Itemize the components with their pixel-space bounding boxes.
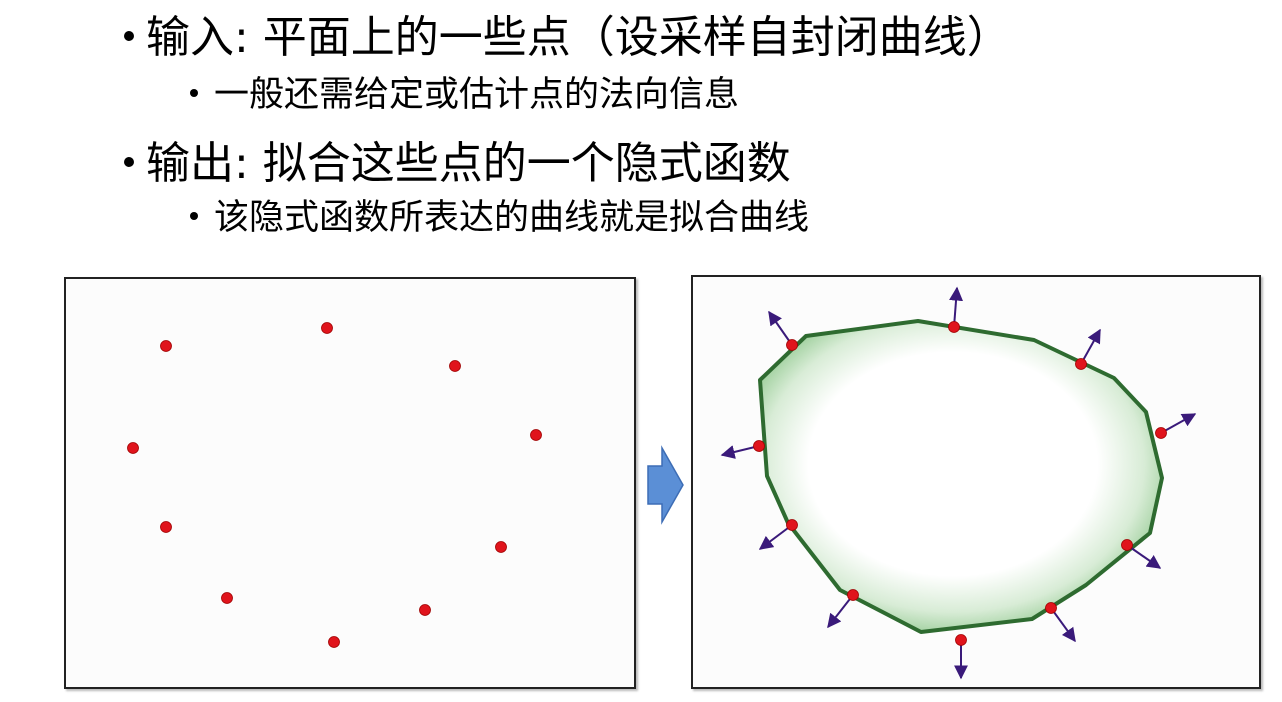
bullet-dot-icon xyxy=(190,212,198,220)
curve-sample-point xyxy=(786,519,798,531)
sample-point xyxy=(530,429,542,441)
sample-point xyxy=(419,604,431,616)
bullet-dot-icon xyxy=(190,89,198,97)
curve-sample-point xyxy=(1155,427,1167,439)
bullet-input-text: 输入: 平面上的一些点（设采样自封闭曲线） xyxy=(146,12,1011,63)
sample-point xyxy=(127,442,139,454)
normal-arrow-icon xyxy=(1080,328,1101,365)
sample-point xyxy=(160,340,172,352)
bullet-output-text: 输出: 拟合这些点的一个隐式函数 xyxy=(146,138,791,189)
input-sample-points xyxy=(127,322,542,648)
normal-arrow-icon xyxy=(827,594,854,629)
sample-point xyxy=(221,592,233,604)
right-arrow-icon xyxy=(647,445,684,525)
normal-arrow-icon xyxy=(1160,413,1197,434)
bullet-output-sub-text: 该隐式函数所表达的曲线就是拟合曲线 xyxy=(214,198,810,238)
curve-sample-point xyxy=(955,634,967,646)
bullet-input: 输入: 平面上的一些点（设采样自封闭曲线） xyxy=(124,16,1011,60)
normal-arrow-icon xyxy=(949,286,964,328)
curve-sample-point xyxy=(786,339,798,351)
curve-sample-point xyxy=(1045,602,1057,614)
normal-arrow-icon xyxy=(1050,607,1076,643)
sample-point xyxy=(160,521,172,533)
normal-arrow-icon xyxy=(768,310,793,346)
sample-point xyxy=(328,636,340,648)
curve-sample-point xyxy=(1075,358,1087,370)
bullet-dot-icon xyxy=(124,31,134,41)
curve-sample-point xyxy=(847,589,859,601)
normal-vectors xyxy=(720,286,1197,680)
normal-arrow-icon xyxy=(758,524,793,550)
fitted-curve-points xyxy=(753,321,1167,646)
bullet-input-sub: 一般还需给定或估计点的法向信息 xyxy=(190,78,739,113)
bullet-dot-icon xyxy=(124,157,134,167)
bullet-output-sub: 该隐式函数所表达的曲线就是拟合曲线 xyxy=(190,201,809,236)
curve-sample-point xyxy=(948,321,960,333)
sample-point xyxy=(495,541,507,553)
curve-sample-point xyxy=(1121,539,1133,551)
normal-arrow-icon xyxy=(1126,544,1162,569)
sample-point xyxy=(321,322,333,334)
input-points-panel xyxy=(64,277,636,689)
normal-arrow-icon xyxy=(720,445,760,459)
bullet-output: 输出: 拟合这些点的一个隐式函数 xyxy=(124,142,791,186)
bullet-input-sub-text: 一般还需给定或估计点的法向信息 xyxy=(214,75,740,115)
sample-point xyxy=(449,360,461,372)
fitted-curve xyxy=(758,319,1164,634)
curve-sample-point xyxy=(753,440,765,452)
